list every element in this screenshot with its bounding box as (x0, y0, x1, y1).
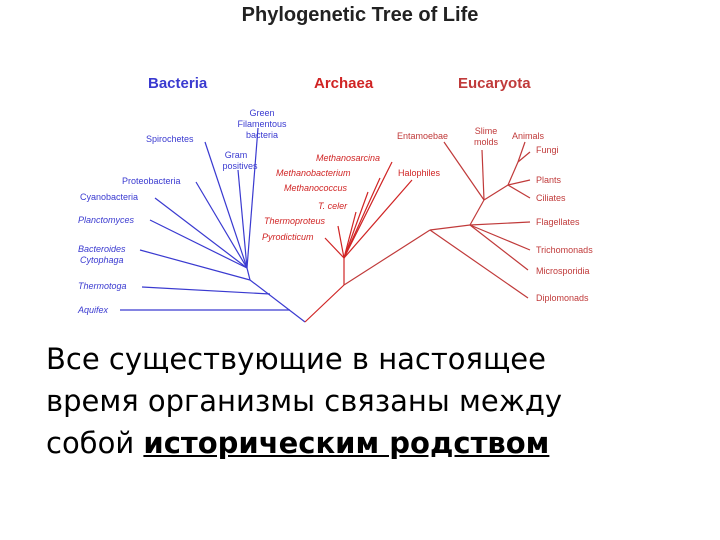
branch-gram-positives (237, 169, 248, 269)
eucaryota-node-3 (483, 184, 509, 201)
caption-emphasis: историческим родством (143, 426, 550, 460)
caption-line-3-plain: собой (46, 426, 135, 460)
taxon-flagellates: Flagellates (536, 217, 580, 227)
taxon-animals: Animals (512, 131, 545, 141)
branch-ciliates (507, 184, 531, 199)
taxon-spirochetes: Spirochetes (146, 134, 194, 144)
taxon-aquifex: Aquifex (77, 305, 109, 315)
branch-planctomyces (149, 219, 248, 269)
taxon-methanococcus: Methanococcus (284, 183, 348, 193)
branch-methanobacterium (343, 177, 381, 259)
branch-microsporidia (469, 224, 529, 271)
phylogenetic-tree: Bacteria Archaea Eucaryota Green Filamen… (77, 75, 593, 323)
taxon-pyrodicticum: Pyrodicticum (262, 232, 314, 242)
taxon-slime-molds-line2: molds (474, 137, 499, 147)
group-label-archaea: Archaea (314, 75, 374, 92)
archaea-branches (304, 161, 413, 323)
bacteria-branches (120, 127, 306, 323)
branch-spirochetes (204, 141, 248, 269)
taxon-proteobacteria: Proteobacteria (122, 176, 181, 186)
group-label-eucaryota: Eucaryota (458, 75, 531, 92)
taxon-methanobacterium: Methanobacterium (276, 168, 351, 178)
branch-trichomonads (469, 224, 531, 251)
taxon-green-filamentous-line3: bacteria (246, 130, 278, 140)
taxon-plants: Plants (536, 175, 562, 185)
taxon-ciliates: Ciliates (536, 193, 566, 203)
group-label-bacteria: Bacteria (148, 75, 208, 92)
eucaryota-branches (343, 141, 531, 299)
taxon-slime-molds-line1: Slime (475, 126, 498, 136)
taxon-halophiles: Halophiles (398, 168, 441, 178)
diagram-title: Phylogenetic Tree of Life (241, 4, 479, 26)
caption-text: Все существующие в настоящее время орган… (46, 338, 706, 464)
branch-flagellates (469, 221, 531, 226)
caption-line-2: время организмы связаны между (46, 384, 563, 418)
eucaryota-node-2 (469, 199, 485, 226)
taxon-thermoproteus: Thermoproteus (264, 216, 326, 226)
branch-proteobacteria (195, 181, 248, 269)
branch-methanosarcina (343, 161, 393, 259)
branch-methanococcus (343, 191, 369, 259)
branch-fungi (517, 151, 531, 163)
taxon-planctomyces: Planctomyces (78, 215, 135, 225)
root-split (304, 284, 345, 323)
bacteria-stem (249, 279, 306, 323)
branch-halophiles (343, 179, 413, 259)
eucaryota-stem (343, 229, 431, 286)
branch-slime-molds (481, 149, 485, 201)
taxon-bacteroides-line1: Bacteroides (78, 244, 126, 254)
branch-thermoproteus (337, 225, 345, 259)
branch-cyanobacteria (154, 197, 248, 269)
branch-animals (517, 141, 526, 163)
eucaryota-node-4 (507, 161, 519, 186)
branch-bacteroides (139, 249, 251, 281)
taxon-microsporidia: Microsporidia (536, 266, 590, 276)
taxon-cyanobacteria: Cyanobacteria (80, 192, 138, 202)
branch-t-celer (343, 211, 357, 259)
taxon-t-celer: T. celer (318, 201, 348, 211)
bacteria-node (246, 267, 251, 281)
caption-line-3: собой историческим родством (46, 422, 706, 464)
taxon-green-filamentous-line1: Green (249, 108, 274, 118)
branch-diplomonads (429, 229, 529, 299)
taxon-gram-positives-line2: positives (222, 161, 258, 171)
taxon-thermotoga: Thermotoga (78, 281, 127, 291)
taxon-fungi: Fungi (536, 145, 559, 155)
branch-green-filamentous (246, 127, 259, 269)
branch-pyrodicticum (324, 237, 345, 259)
taxon-diplomonads: Diplomonads (536, 293, 589, 303)
taxon-methanosarcina: Methanosarcina (316, 153, 380, 163)
taxon-trichomonads: Trichomonads (536, 245, 593, 255)
caption-line-1: Все существующие в настоящее (46, 342, 546, 376)
branch-plants (507, 179, 531, 186)
branch-entamoebae (443, 141, 485, 201)
taxon-green-filamentous-line2: Filamentous (237, 119, 287, 129)
taxon-bacteroides-line2: Cytophaga (80, 255, 124, 265)
branch-thermotoga (141, 286, 271, 295)
taxon-entamoebae: Entamoebae (397, 131, 448, 141)
eucaryota-node-1 (429, 224, 471, 231)
taxon-gram-positives-line1: Gram (225, 150, 248, 160)
